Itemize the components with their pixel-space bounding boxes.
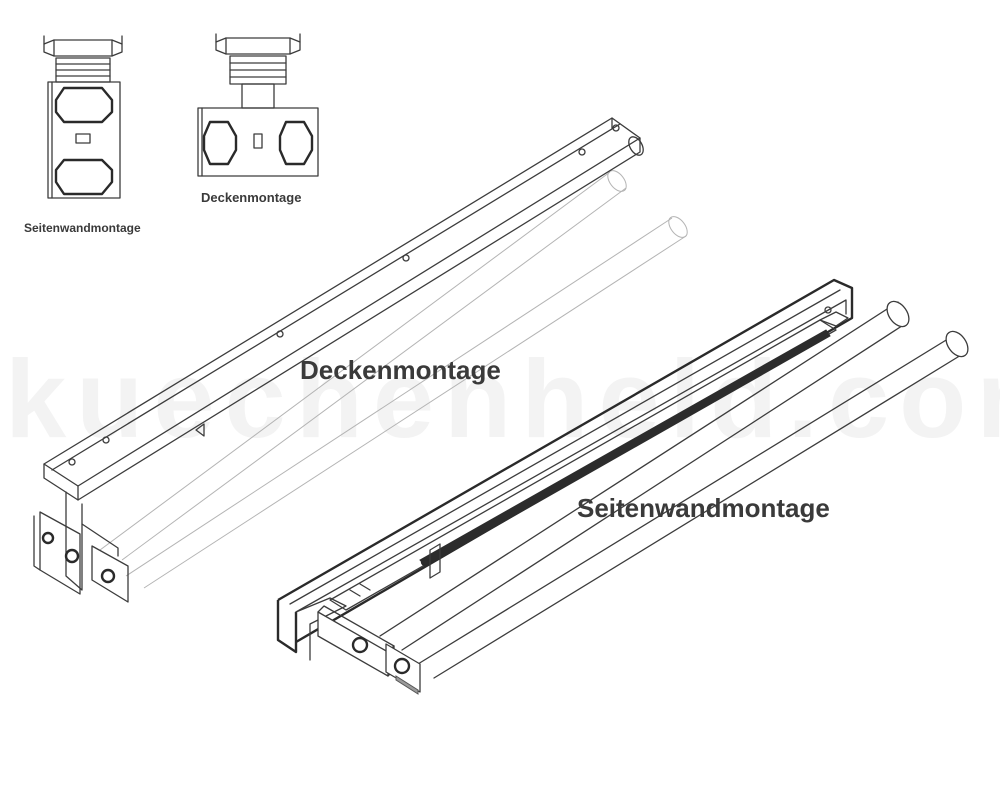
watermark: kuechenheld.com xyxy=(5,338,1000,461)
ceiling-mount-assembly xyxy=(33,117,688,603)
ceiling-mount-small-label: Deckenmontage xyxy=(201,190,302,205)
side-wall-mount-detail xyxy=(43,35,123,199)
side-wall-mount-small-label: Seitenwandmontage xyxy=(24,221,141,235)
side-wall-mount-large-label: Seitenwandmontage xyxy=(577,493,830,523)
side-wall-mount-assembly xyxy=(276,278,969,695)
ceiling-mount-detail xyxy=(197,33,319,177)
ceiling-mount-large-label: Deckenmontage xyxy=(300,355,501,385)
